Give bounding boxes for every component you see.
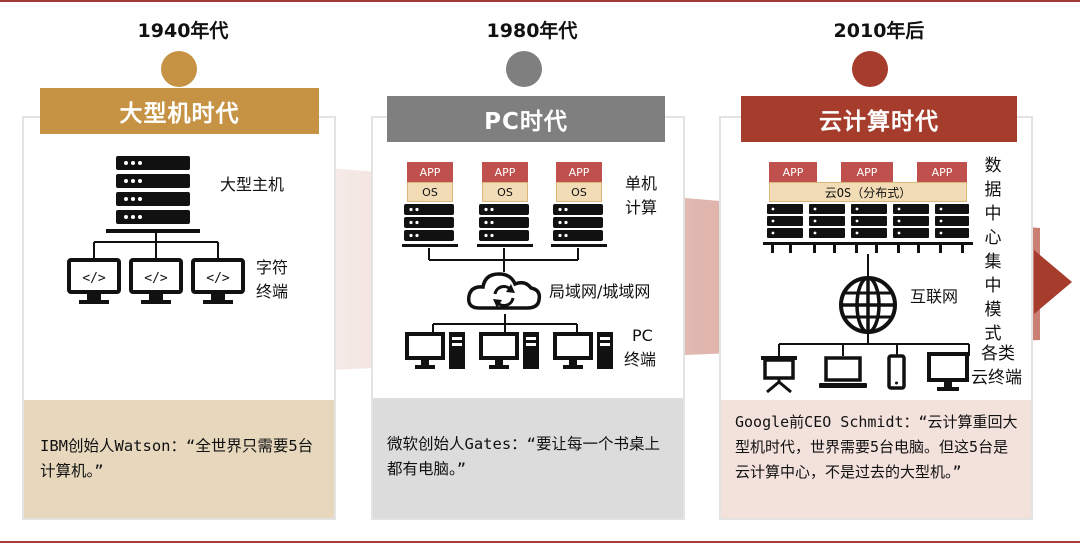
- globe-icon: [839, 276, 897, 334]
- character-terminal-icon: </>: [191, 258, 245, 304]
- era-1-banner: 大型机时代: [40, 88, 319, 134]
- desktop-pc-icon: [553, 332, 613, 369]
- datacenter-label: 数据中心集中模式: [984, 156, 1002, 344]
- datacenter-rack-icon: [763, 204, 973, 253]
- character-terminal-icon: </>: [67, 258, 121, 304]
- cloud-sync-icon: [466, 272, 542, 310]
- mainframe-label: 大型主机: [220, 175, 285, 194]
- era-1-panel: 大型主机 </> </> </> 字符终端 IBM创始人Watson：“全世界只…: [22, 116, 336, 520]
- pc-server-icon: [477, 204, 533, 247]
- era-2-dot: [506, 51, 542, 87]
- app-box: APP: [482, 162, 528, 182]
- era-2-banner: PC时代: [387, 96, 665, 142]
- character-terminal-icon: </>: [129, 258, 183, 304]
- desktop-pc-icon: [405, 332, 465, 369]
- laptop-icon: [819, 356, 867, 388]
- desktop-monitor-icon: [927, 352, 969, 391]
- app-box: APP: [841, 162, 893, 182]
- lan-man-label: 局域网/城域网: [549, 282, 651, 301]
- app-box: APP: [917, 162, 967, 182]
- rack-to-globe-line: [867, 254, 869, 278]
- pc-server-icon: [551, 204, 607, 247]
- os-box: OS: [482, 182, 528, 202]
- projector-screen-icon: [761, 356, 797, 394]
- desktop-pc-icon: [479, 332, 539, 369]
- era-2-quote: 微软创始人Gates：“要让每一个书桌上都有电脑。”: [373, 398, 683, 518]
- era-3-year: 2010年后: [833, 20, 925, 42]
- svg-text:</>: </>: [144, 271, 168, 286]
- server-connector-lines: [428, 248, 579, 272]
- era-3-panel: APP APP APP 云OS（分布式） 数据中心集中模式 互联网: [719, 116, 1033, 520]
- era-2-year: 1980年代: [486, 20, 578, 42]
- client-types-label: 各类: [981, 344, 1015, 364]
- os-box: OS: [407, 182, 453, 202]
- app-box: APP: [407, 162, 453, 182]
- flow-arrow-head: [1034, 250, 1072, 314]
- era-1-quote: IBM创始人Watson：“全世界只需要5台计算机。”: [24, 400, 334, 518]
- app-box: APP: [769, 162, 817, 182]
- pc-terminal-label: 终端: [624, 350, 657, 369]
- pc-label: PC: [632, 326, 653, 345]
- terminal-label: 字符终端: [256, 258, 289, 301]
- era-1-dot: [161, 51, 197, 87]
- mobile-phone-icon: [887, 354, 906, 390]
- cloud-os-box: 云OS（分布式）: [769, 182, 967, 202]
- era-3-quote: Google前CEO Schmidt：“云计算重回大型机时代，世界需要5台电脑。…: [721, 400, 1031, 518]
- svg-text:</>: </>: [206, 271, 230, 286]
- standalone-compute-label: 单机计算: [625, 174, 658, 217]
- era-2-panel: APP OS APP OS APP OS 单机计算 局域网/城域网: [371, 116, 685, 520]
- era-1-year: 1940年代: [137, 20, 229, 42]
- bottom-rule: [0, 541, 1080, 543]
- terminal-connector-lines: [93, 232, 219, 258]
- mainframe-server-icon: [106, 156, 200, 233]
- internet-label: 互联网: [910, 287, 959, 306]
- svg-text:</>: </>: [82, 271, 106, 286]
- cloud-terminal-label: 云终端: [971, 368, 1022, 388]
- os-box: OS: [556, 182, 602, 202]
- app-box: APP: [556, 162, 602, 182]
- pc-server-icon: [402, 204, 458, 247]
- era-3-dot: [852, 51, 888, 87]
- era-3-banner: 云计算时代: [741, 96, 1017, 142]
- top-rule: [0, 0, 1080, 2]
